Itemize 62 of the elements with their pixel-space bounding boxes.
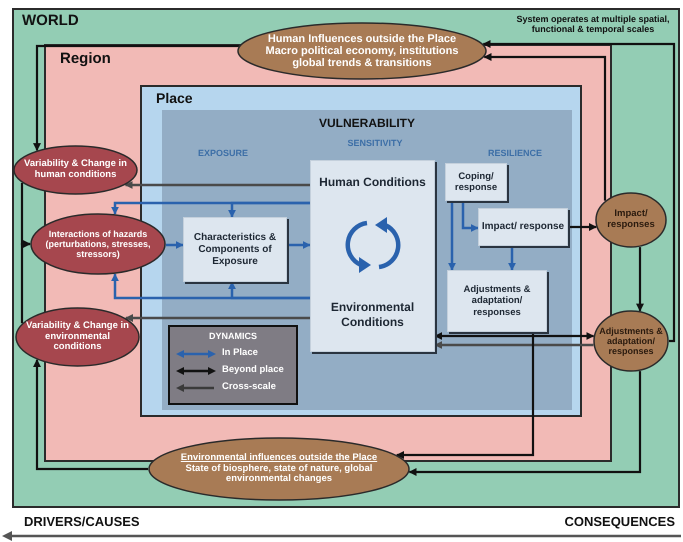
column-heading: SENSITIVITY — [346, 138, 404, 148]
arrow — [434, 332, 594, 340]
arrow — [482, 40, 676, 342]
arrow — [568, 223, 597, 231]
arrow — [484, 53, 606, 201]
arrow — [396, 332, 534, 459]
response-ellipse — [593, 310, 669, 372]
box-label: Human Conditions — [319, 175, 426, 190]
arrow — [408, 371, 642, 476]
box-label: Adjustments & adaptation/ responses — [462, 284, 532, 318]
arrow — [508, 246, 516, 271]
ellipse-label: Human Influences outside the Place — [266, 32, 458, 45]
ellipse-label: Impact/ responses — [606, 209, 656, 231]
panel-title: Place — [156, 90, 193, 106]
legend-title: DYNAMICS — [208, 331, 258, 341]
panel-title: WORLD — [22, 12, 79, 29]
arrow — [125, 314, 310, 322]
world-panel — [12, 8, 680, 508]
arrow — [20, 240, 31, 324]
arrow — [228, 202, 310, 218]
process-box — [183, 217, 287, 282]
response-ellipse — [595, 192, 667, 248]
ellipse-label: Adjustments & adaptation/ responses — [598, 326, 664, 356]
process-box — [447, 270, 547, 332]
influence-ellipse — [237, 22, 487, 80]
arrow — [228, 281, 310, 300]
box-label: Environmental Conditions — [330, 300, 416, 329]
influence-ellipse — [148, 437, 410, 501]
legend-label: Beyond place — [222, 364, 284, 375]
ellipse-label: Macro political economy, institutions global trends & transitions — [264, 44, 460, 70]
axis-label: CONSEQUENCES — [563, 515, 675, 530]
ellipse-label: Variability & Change in environmental conditions — [25, 321, 130, 353]
driver-ellipse — [15, 307, 140, 367]
process-box — [478, 208, 568, 246]
panel-title: VULNERABILITY — [318, 116, 416, 130]
arrow — [462, 201, 479, 232]
box-label: Characteristics & Components of Exposure — [192, 232, 278, 268]
ellipse-label: Variability & Change in human conditions — [23, 159, 128, 181]
arrow — [33, 44, 239, 152]
arrow — [33, 359, 148, 470]
driver-ellipse — [30, 213, 166, 275]
driver-ellipse — [13, 145, 138, 195]
box-label: Impact/ response — [482, 221, 564, 233]
legend-label: Cross-scale — [222, 381, 276, 392]
process-box — [445, 163, 507, 201]
arrow — [434, 341, 594, 349]
arrow — [287, 241, 311, 249]
column-heading: RESILIENCE — [486, 148, 543, 158]
column-heading: EXPOSURE — [196, 148, 249, 158]
note-text: System operates at multiple spatial, functional & temporal scales — [515, 14, 671, 35]
box-label: Coping/ response — [454, 170, 498, 194]
axis-label: DRIVERS/CAUSES — [24, 515, 141, 530]
arrow — [448, 201, 456, 271]
arrow — [166, 241, 184, 249]
arrow — [636, 247, 644, 312]
panel-title: Region — [60, 50, 111, 67]
conditions-box — [310, 160, 435, 352]
ellipse-label: Interactions of hazards (perturbations, stresses, stressors) — [44, 228, 152, 260]
legend-label: In Place — [222, 347, 258, 358]
ellipse-label: Environmental influences outside the Place — [180, 453, 378, 464]
arrow — [124, 181, 310, 189]
ellipse-label: State of biosphere, state of nature, global environmental changes — [184, 464, 374, 485]
